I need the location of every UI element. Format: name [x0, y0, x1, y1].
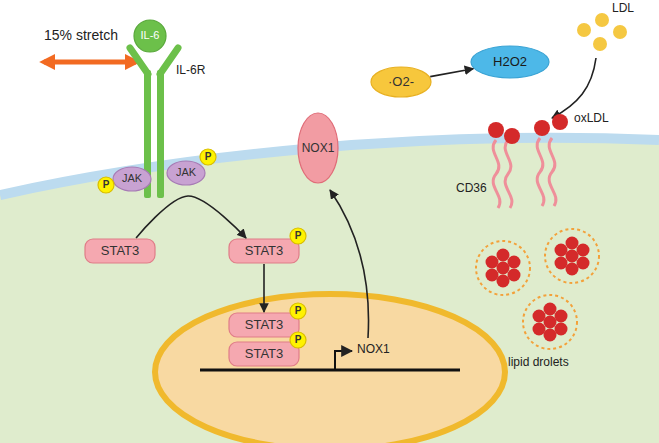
node-text-box: IL-6 — [133, 19, 167, 53]
phosphate-circle: P — [289, 302, 307, 320]
ldl-particle — [613, 25, 627, 39]
node-shape — [290, 303, 306, 319]
stimulus-label: 15% stretch — [44, 28, 118, 43]
node-text-box: JAK — [112, 166, 152, 192]
particle-label: LDL — [612, 2, 634, 15]
cd36-receptor — [505, 140, 512, 208]
node-text: P — [103, 180, 110, 191]
ldl-particle — [577, 23, 591, 37]
lipid-droplet — [476, 241, 530, 295]
node-shape — [167, 161, 205, 185]
protein-box: STAT3 — [84, 238, 156, 264]
oxldl-particle — [552, 114, 568, 130]
node-shape — [290, 332, 306, 348]
peroxide-oval: H2O2 — [470, 45, 550, 79]
node-text-box: P — [289, 331, 307, 349]
cd36-receptor — [537, 138, 544, 206]
node-text: IL-6 — [141, 30, 160, 42]
superoxide-oval: ·O2- — [370, 66, 432, 98]
membrane-enzyme: NOX1 — [297, 112, 339, 184]
gene-label: NOX1 — [357, 343, 390, 356]
lipid-droplet — [523, 295, 577, 349]
lipid-droplet — [545, 229, 599, 283]
ldl-particle — [593, 37, 607, 51]
node-text: STAT3 — [245, 244, 284, 258]
receptor-chain — [157, 70, 164, 198]
signal-arrow — [263, 264, 265, 312]
dna-strand — [200, 369, 460, 372]
node-text-box: P — [199, 148, 217, 166]
node-text-box: P — [289, 227, 307, 245]
node-shape — [98, 177, 114, 193]
protein-box: STAT3 — [228, 341, 300, 367]
cd36-receptor — [493, 140, 500, 208]
node-text: NOX1 — [302, 142, 335, 155]
phosphate-circle: P — [199, 148, 217, 166]
node-shape — [229, 342, 299, 366]
node-shape — [113, 167, 151, 191]
node-shape — [371, 67, 431, 97]
node-text: STAT3 — [245, 347, 284, 361]
protein-box: STAT3 — [228, 312, 300, 338]
signal-arrow — [430, 69, 473, 77]
node-text: JAK — [122, 173, 142, 185]
phosphate-circle: P — [289, 227, 307, 245]
node-text-box: ·O2- — [370, 66, 432, 98]
node-text: P — [295, 231, 302, 242]
node-text: H2O2 — [493, 55, 527, 69]
oxldl-particle — [534, 120, 550, 136]
phosphate-circle: P — [289, 331, 307, 349]
node-shape — [229, 313, 299, 337]
node-text-box: STAT3 — [228, 312, 300, 338]
stretch-arrow — [44, 60, 136, 65]
ldl-oxidation-arrow — [552, 58, 596, 118]
cd36-receptor — [549, 138, 556, 206]
droplet-label: lipid drolets — [508, 356, 569, 369]
kinase-oval: JAK — [112, 166, 152, 192]
oxldl-particle — [488, 122, 504, 138]
node-text: JAK — [176, 167, 196, 179]
node-shape — [200, 149, 216, 165]
cytokine-circle: IL-6 — [133, 19, 167, 53]
gene-promoter-arrow — [335, 351, 352, 370]
node-shape — [229, 239, 299, 263]
node-text: ·O2- — [388, 75, 414, 89]
node-text-box: H2O2 — [470, 45, 550, 79]
node-shape — [298, 113, 338, 183]
node-text-box: JAK — [166, 160, 206, 186]
node-text-box: STAT3 — [228, 238, 300, 264]
node-shape — [134, 20, 166, 52]
node-text: P — [295, 306, 302, 317]
receptor-arm — [160, 48, 178, 74]
phosphate-circle: P — [97, 176, 115, 194]
node-text: P — [295, 335, 302, 346]
node-text: P — [205, 152, 212, 163]
oxldl-particle — [504, 128, 520, 144]
receptor-label: IL-6R — [176, 64, 205, 77]
node-text: STAT3 — [245, 318, 284, 332]
node-shape — [85, 239, 155, 263]
expression-arrow — [330, 190, 369, 338]
ldl-particle — [595, 13, 609, 27]
node-shape — [290, 228, 306, 244]
node-text-box: P — [97, 176, 115, 194]
nucleus — [155, 294, 505, 443]
particle-label: oxLDL — [574, 112, 609, 125]
kinase-oval: JAK — [166, 160, 206, 186]
protein-box: STAT3 — [228, 238, 300, 264]
signal-arrow — [136, 196, 246, 238]
node-text-box: STAT3 — [228, 341, 300, 367]
node-text-box: P — [289, 302, 307, 320]
node-shape — [471, 46, 549, 78]
node-text: STAT3 — [101, 244, 140, 258]
node-text-box: NOX1 — [297, 112, 339, 184]
node-text-box: STAT3 — [84, 238, 156, 264]
receptor-label: CD36 — [456, 182, 487, 195]
